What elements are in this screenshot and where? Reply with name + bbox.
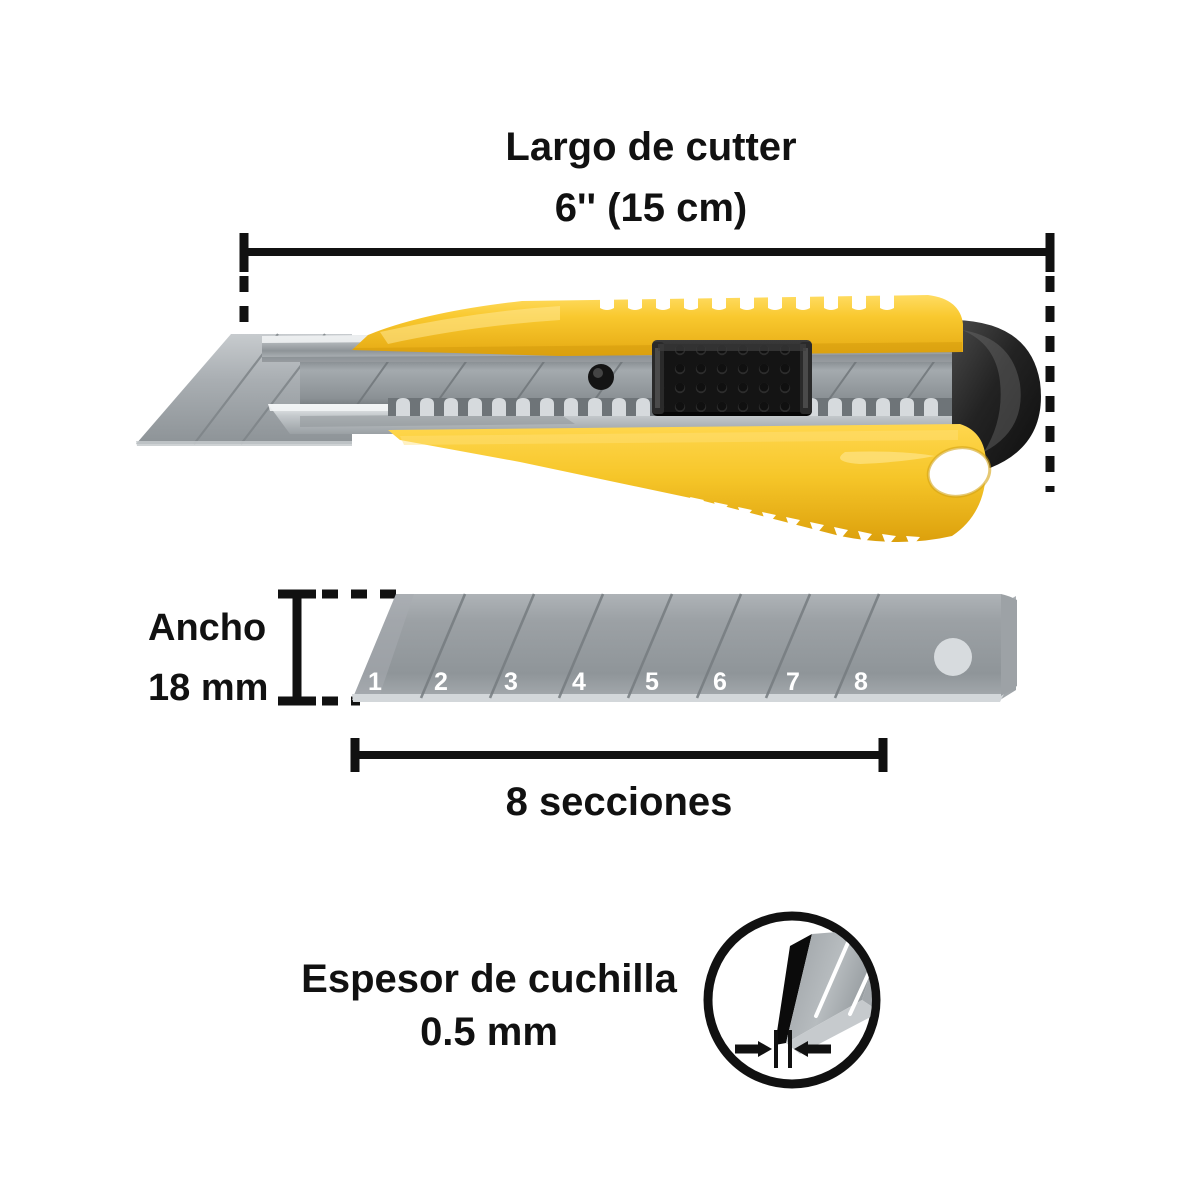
segment-number: 7 [786,668,800,696]
blade-segment-numbers: 1 2 3 4 5 6 7 8 [368,668,868,696]
lower-yellow-handle [388,424,992,548]
segment-number: 2 [434,668,448,696]
thickness-measure-annotation [735,1030,831,1068]
segment-number: 4 [572,668,586,696]
arrow-right-icon [758,1041,772,1057]
blade-mount-hole [934,638,972,676]
black-slider [652,340,812,416]
width-label-line2: 18 mm [148,667,268,709]
blade-snap-lines [419,593,881,699]
arrow-left-icon [794,1041,808,1057]
blade-body [352,594,1016,700]
segment-number: 5 [645,668,659,696]
sections-count-label: 8 secciones [506,780,733,824]
segment-number: 8 [854,668,868,696]
length-value: 6'' (15 cm) [555,186,747,230]
thickness-title: Espesor de cuchilla [301,957,677,1001]
handle-top-ridges [600,295,894,310]
thickness-value: 0.5 mm [420,1010,558,1054]
segment-number: 6 [713,668,727,696]
length-title: Largo de cutter [505,125,796,169]
finger-hole [928,447,990,497]
segment-number: 3 [504,668,518,696]
slider-side-ribs [652,342,812,414]
handle-bottom-sawteeth [690,497,920,548]
pivot-stud [588,364,614,390]
segment-number: 1 [368,668,382,696]
width-label-line1: Ancho [148,607,266,649]
